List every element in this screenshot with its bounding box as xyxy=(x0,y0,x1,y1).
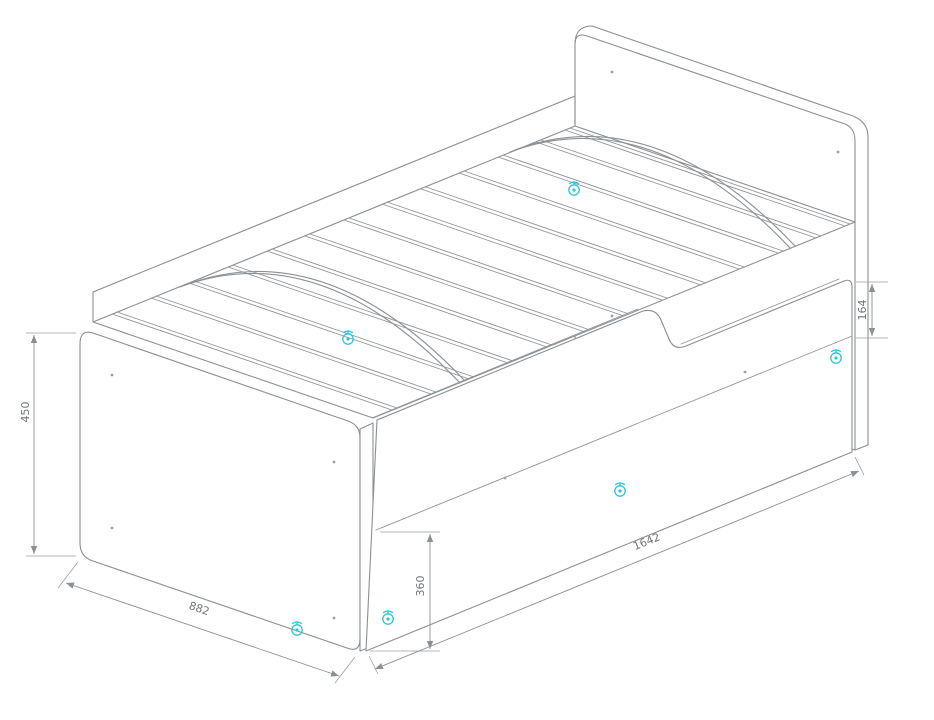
dimension-label-drawer-height: 360 xyxy=(414,576,427,597)
fastener-dot xyxy=(610,314,614,318)
arc-left-inner xyxy=(184,270,466,382)
dimension-guard-step: 164 xyxy=(856,281,888,339)
caster-hub xyxy=(386,617,390,621)
fastener-dot xyxy=(332,616,336,620)
fastener-dot xyxy=(503,476,507,480)
dimension-line xyxy=(65,582,340,677)
guard-rail-top-thickness xyxy=(371,278,840,419)
arc-right-outer xyxy=(509,137,791,249)
caster-hub xyxy=(346,337,350,341)
slat-base-frame xyxy=(92,125,856,419)
slats xyxy=(111,127,851,411)
end-panel-right-inner-edge xyxy=(574,34,856,451)
fastener-dot xyxy=(110,373,114,377)
caster-hub xyxy=(618,489,622,493)
arc-support-right xyxy=(509,135,796,249)
dimension-label-bed-width: 882 xyxy=(187,599,211,618)
fastener-dot xyxy=(332,460,336,464)
extension-lines xyxy=(57,561,356,684)
dimension-label-guard-step: 164 xyxy=(856,300,869,321)
back-rail-edges xyxy=(92,95,576,322)
dimension-bed-width: 882 xyxy=(57,561,356,684)
caster-wheel-icon xyxy=(830,349,842,364)
caster-hub xyxy=(295,628,299,632)
slat-base xyxy=(92,125,856,419)
end-panel-left xyxy=(79,331,374,652)
fastener-dot xyxy=(110,526,114,530)
arc-right-inner xyxy=(514,135,796,247)
dimension-line xyxy=(374,470,860,670)
dimension-label-panel-height: 450 xyxy=(19,402,32,423)
caster-hub xyxy=(834,356,838,360)
caster-wheel xyxy=(342,333,354,345)
fastener-dot xyxy=(610,70,614,74)
extension-lines xyxy=(368,456,865,675)
arc-support-left xyxy=(179,270,466,384)
dimension-panel-height: 450 xyxy=(19,332,76,557)
fastener-dot xyxy=(836,150,840,154)
caster-wheel xyxy=(830,352,842,364)
fastener-dot xyxy=(743,370,747,374)
arc-left-outer xyxy=(179,272,461,384)
caster-wheel xyxy=(568,184,580,196)
extension-lines xyxy=(26,332,76,557)
caster-wheel-icon xyxy=(342,330,354,345)
caster-wheel-icon xyxy=(568,181,580,196)
back-rail xyxy=(92,95,576,322)
caster-hub xyxy=(572,188,576,192)
extension-lines xyxy=(856,281,888,339)
